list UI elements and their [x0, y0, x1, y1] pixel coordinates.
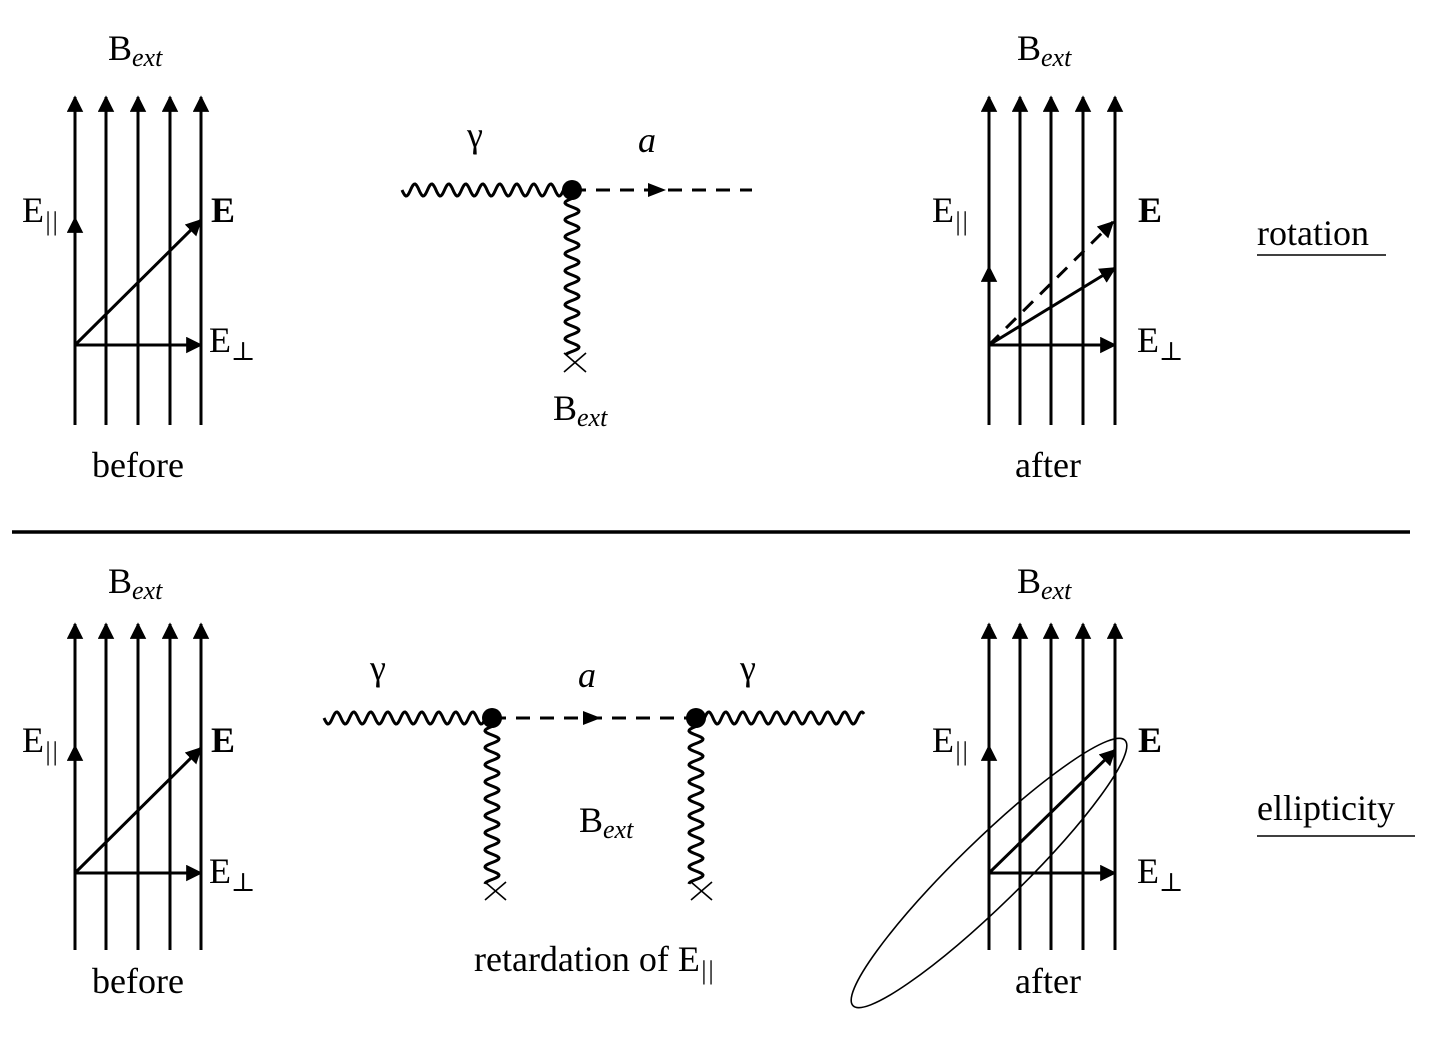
after-caption: after — [1015, 961, 1081, 1001]
axion-label: a — [638, 120, 656, 160]
photon-label: γ — [466, 115, 483, 155]
svg-text:ellipticity: ellipticity — [1257, 788, 1395, 828]
photon-out-line — [694, 710, 866, 726]
e-vector-label: E — [211, 190, 235, 230]
e-vector-arrow — [988, 266, 1117, 347]
rotation-after-panel: Bext E|| E E⊥ after — [932, 28, 1183, 485]
external-field-cross — [563, 352, 587, 373]
e-vector-label: E — [1138, 720, 1162, 760]
virtual-photon-line — [687, 716, 705, 885]
ellipticity-label: ellipticity — [1257, 788, 1415, 837]
e-perp-label: E⊥ — [1137, 851, 1183, 897]
virtual-photon-line — [563, 188, 581, 357]
e-perp-label: E⊥ — [209, 851, 255, 897]
bext-label: Bext — [108, 561, 163, 605]
ellipticity-before-panel: Bext E|| E E⊥ before — [22, 561, 255, 1001]
e-vector-arrow — [73, 218, 203, 347]
bext-label: Bext — [108, 28, 163, 72]
vertex-dot — [686, 708, 706, 728]
e-perp-label: E⊥ — [1137, 320, 1183, 366]
retardation-caption: retardation of E|| — [474, 939, 714, 985]
bext-label: Bext — [553, 388, 608, 432]
field-lines — [66, 95, 210, 425]
bext-label: Bext — [579, 800, 634, 844]
field-lines — [66, 622, 210, 950]
e-vector-arrow — [73, 746, 203, 875]
photon-in-label: γ — [369, 648, 386, 688]
e-parallel-label: E|| — [22, 190, 58, 236]
e-parallel-label: E|| — [932, 190, 968, 236]
external-field-cross — [690, 881, 713, 901]
vertex-dot — [562, 180, 582, 200]
e-vector-arrow — [987, 748, 1117, 875]
axion-direction-arrow — [648, 183, 666, 197]
virtual-photon-line — [483, 716, 501, 885]
e-parallel-label: E|| — [22, 720, 58, 766]
external-field-cross — [484, 881, 507, 901]
bext-label: Bext — [1017, 561, 1072, 605]
after-caption: after — [1015, 445, 1081, 485]
rotation-before-panel: Bext E|| E E⊥ before — [22, 28, 255, 485]
vertex-dot — [482, 708, 502, 728]
ellipticity-feynman-diagram: γ a γ Bext retardation of E|| — [322, 648, 866, 985]
e-parallel-label: E|| — [932, 720, 968, 766]
before-caption: before — [92, 445, 184, 485]
e-perp-label: E⊥ — [209, 320, 255, 366]
e-vector-label: E — [211, 720, 235, 760]
polarization-ellipse — [850, 737, 1128, 1009]
e-original-dashed-arrow — [987, 220, 1115, 347]
field-lines — [980, 95, 1124, 425]
ellipticity-after-panel: Bext E|| E E⊥ after — [850, 561, 1183, 1009]
axion-label: a — [578, 655, 596, 695]
axion-direction-arrow — [583, 711, 601, 725]
field-lines — [980, 622, 1124, 950]
e-vector-label: E — [1138, 190, 1162, 230]
photon-line — [400, 182, 574, 198]
rotation-label: rotation — [1257, 213, 1386, 256]
photon-out-label: γ — [739, 648, 756, 688]
before-caption: before — [92, 961, 184, 1001]
rotation-feynman-diagram: γ a Bext — [400, 115, 752, 432]
photon-in-line — [322, 710, 494, 726]
bext-label: Bext — [1017, 28, 1072, 72]
svg-text:rotation: rotation — [1257, 213, 1369, 253]
